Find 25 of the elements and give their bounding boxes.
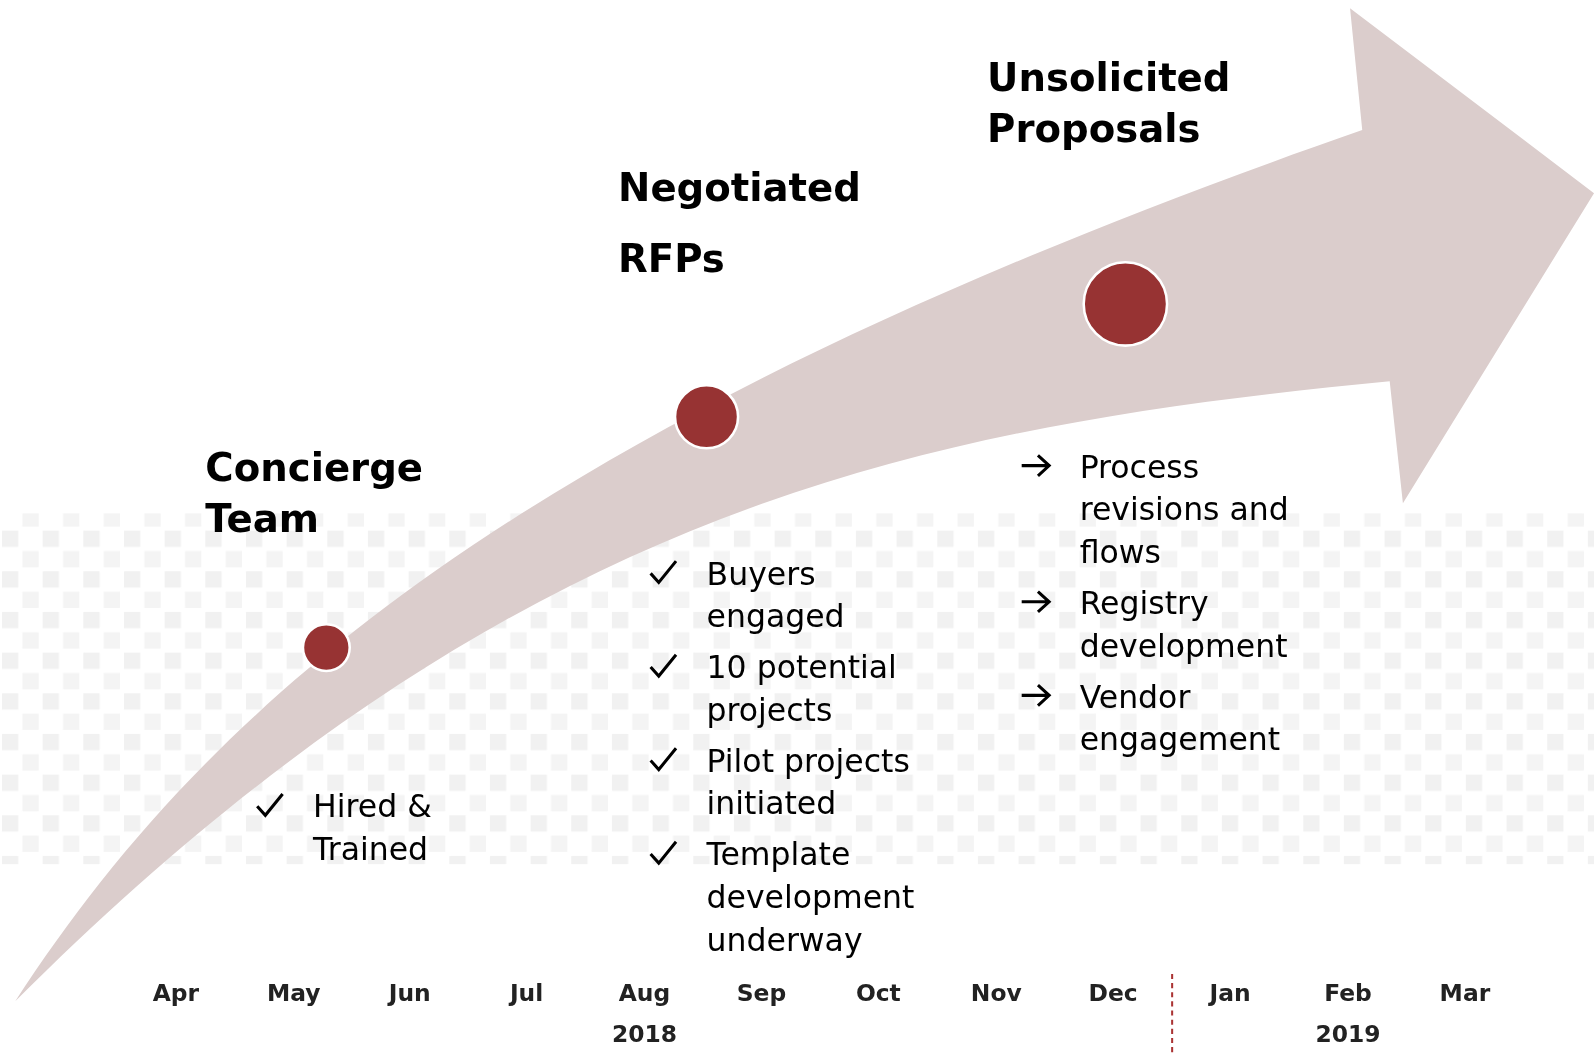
milestone-heading: Negotiated RFPs <box>618 164 862 284</box>
month-label: Apr <box>151 980 201 1007</box>
list-item-text: Process revisions and flows <box>1079 447 1290 573</box>
milestone-heading: Unsolicited Proposals <box>987 54 1232 154</box>
list-item-text: Registry development <box>1079 583 1289 666</box>
month-label: Feb <box>1323 980 1373 1007</box>
month-label: Oct <box>854 980 902 1007</box>
month-label: Aug <box>617 980 672 1007</box>
month-label: Dec <box>1087 980 1139 1007</box>
list-item-text: Vendor engagement <box>1079 677 1282 760</box>
year-label: 2018 <box>611 1020 679 1048</box>
month-label: Nov <box>969 980 1023 1007</box>
month-label: Jun <box>386 980 432 1007</box>
month-label: Sep <box>735 980 788 1007</box>
list-item-text: Buyers engaged <box>706 554 846 637</box>
month-label: Mar <box>1438 980 1492 1007</box>
list-item-text: Template development underway <box>706 834 916 960</box>
milestone-heading: Concierge Team <box>205 444 424 543</box>
list-item-text: 10 potential projects <box>706 647 898 730</box>
list-item-text: Hired & Trained <box>313 786 433 870</box>
year-label: 2019 <box>1314 1020 1382 1048</box>
list-item-text: Pilot projects initiated <box>706 741 911 824</box>
month-label: May <box>266 980 322 1007</box>
month-label: Jul <box>507 980 545 1007</box>
month-label: Jan <box>1207 980 1252 1007</box>
